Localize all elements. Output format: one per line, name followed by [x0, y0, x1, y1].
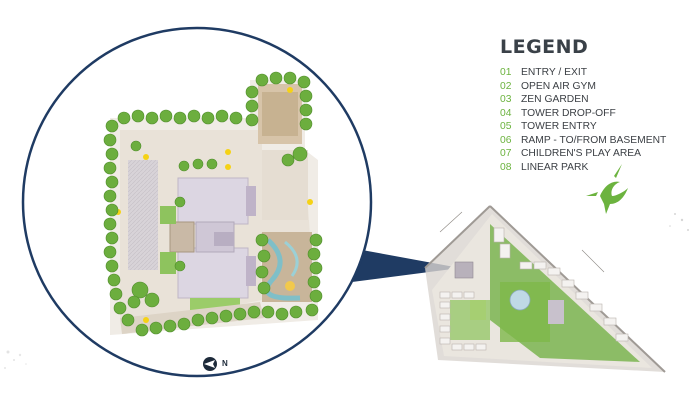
- legend-item: 01 ENTRY / EXIT: [500, 66, 666, 79]
- zoom-circle: [21, 26, 373, 378]
- legend-item-label: TOWER DROP-OFF: [521, 107, 616, 119]
- legend-item-label: RAMP - TO/FROM BASEMENT: [521, 134, 667, 146]
- lawn: [160, 206, 176, 224]
- tower-building: [169, 177, 256, 299]
- legend-item: 07 CHILDREN'S PLAY AREA: [500, 147, 666, 160]
- legend-item-number: 05: [500, 121, 512, 132]
- legend-item-label: ENTRY / EXIT: [521, 67, 587, 78]
- legend-item-label: CHILDREN'S PLAY AREA: [521, 148, 642, 159]
- bird-icon: [586, 164, 628, 214]
- legend-item: 06 RAMP - TO/FROM BASEMENT: [500, 134, 666, 147]
- legend-item-number: 01: [500, 67, 512, 78]
- north-label: N: [222, 359, 228, 368]
- legend-item-label: TOWER ENTRY: [521, 121, 597, 132]
- legend-item-label: OPEN AIR GYM: [521, 80, 596, 92]
- decorative-splash: [4, 350, 27, 369]
- legend-item: 03 ZEN GARDEN: [500, 93, 666, 106]
- legend-item-number: 07: [500, 148, 512, 159]
- legend-title: LEGEND: [500, 36, 589, 58]
- legend-item-number: 02: [500, 80, 512, 92]
- legend-item-number: 08: [500, 161, 512, 173]
- legend-item: 04 TOWER DROP-OFF: [500, 107, 666, 120]
- legend-item: 08 LINEAR PARK: [500, 161, 666, 174]
- legend-item-number: 03: [500, 94, 512, 105]
- north-arrow-icon: [203, 357, 217, 371]
- site-overview-map: [424, 205, 666, 373]
- decorative-dots: [669, 213, 689, 231]
- legend-item: 05 TOWER ENTRY: [500, 120, 666, 133]
- play-area: [262, 232, 312, 302]
- legend-item-label: ZEN GARDEN: [521, 94, 589, 105]
- zoom-pointer: [352, 250, 460, 282]
- legend-item-number: 04: [500, 107, 512, 119]
- parking-strip: [128, 160, 158, 270]
- legend-list: 01 ENTRY / EXIT 02 OPEN AIR GYM 03 ZEN GARD…: [500, 66, 666, 174]
- legend-item-label: LINEAR PARK: [521, 161, 589, 173]
- tree-canopy: [103, 71, 323, 337]
- legend-item-number: 06: [500, 134, 512, 146]
- legend-item: 02 OPEN AIR GYM: [500, 80, 666, 93]
